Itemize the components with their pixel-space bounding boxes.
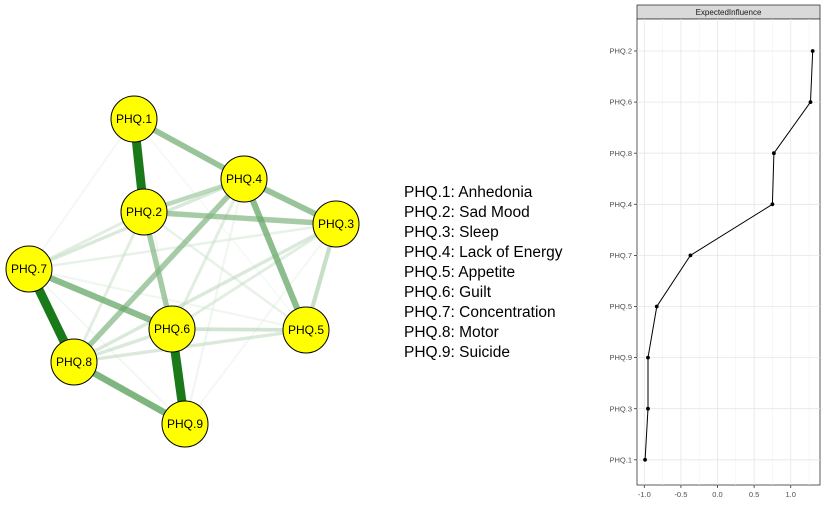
y-tick-label: PHQ.1 [609,455,632,464]
point-phq8 [771,151,776,156]
legend-item: PHQ.1: Anhedonia [404,184,533,201]
legend-item: PHQ.9: Suicide [404,344,510,361]
legend-item: PHQ.6: Guilt [404,284,492,301]
point-phq3 [646,406,650,411]
x-tick-labels: -1.0 -0.5 0.0 0.5 1.0 [638,485,796,499]
edge-PHQ1-PHQ7 [28,118,135,270]
grid-lines [637,19,820,485]
y-tick-label: PHQ.8 [609,149,632,158]
node-circle [120,188,168,236]
x-tick-label: 1.0 [786,490,796,499]
edge-PHQ9-PHQ3 [184,223,337,425]
edge-PHQ4-PHQ5 [241,177,309,332]
x-tick-label: -1.0 [638,490,651,499]
point-phq4 [770,202,775,207]
x-tick-label: 0.5 [749,490,759,499]
y-tick-label: PHQ.9 [609,353,632,362]
node-label: PHQ.4 [226,172,262,186]
edge-PHQ7-PHQ6 [27,266,174,332]
y-tick-label: PHQ.4 [609,200,632,209]
edge-PHQ2-PHQ3 [143,209,337,227]
series-points [643,49,815,462]
node-circle [220,155,268,203]
edge-PHQ8-PHQ5 [73,328,307,364]
point-phq7 [688,253,693,258]
node-label: PHQ.3 [318,217,354,231]
legend-item: PHQ.7: Concentration [404,304,556,321]
node-circle [282,306,330,354]
y-tick-label: PHQ.7 [609,251,632,260]
node-phq3: PHQ.3 [312,200,360,248]
edge-PHQ2-PHQ5 [143,210,307,332]
node-label: PHQ.7 [11,262,47,276]
node-label: PHQ.1 [116,112,152,126]
x-tick-label: 0.0 [712,490,722,499]
panel-strip-title: ExpectedInfluence [696,8,762,17]
node-phq1: PHQ.1 [110,95,158,143]
node-phq9: PHQ.9 [161,400,209,448]
edge-PHQ8-PHQ3 [73,222,337,364]
node-phq7: PHQ.7 [5,245,53,293]
point-phq1 [643,457,647,462]
y-tick-label: PHQ.5 [609,302,632,311]
point-phq2 [810,49,815,53]
node-phq2: PHQ.2 [120,188,168,236]
edge-PHQ1-PHQ5 [133,118,307,331]
node-circle [312,200,360,248]
node-circle [50,338,98,386]
node-label: PHQ.6 [154,322,190,336]
legend-item: PHQ.5: Appetite [404,264,515,281]
node-phq5: PHQ.5 [282,306,330,354]
panel-background [636,18,821,486]
legend-item: PHQ.2: Sad Mood [404,204,530,221]
node-label: PHQ.9 [167,417,203,431]
node-circle [148,305,196,353]
point-phq6 [808,100,813,104]
node-label: PHQ.8 [56,355,92,369]
x-tick-label: -0.5 [674,490,687,499]
y-tick-labels: PHQ.2PHQ.6PHQ.8PHQ.4PHQ.7PHQ.5PHQ.9PHQ.3… [609,47,637,464]
legend-item: PHQ.4: Lack of Energy [404,244,563,261]
edge-PHQ6-PHQ3 [171,222,337,331]
legend-item: PHQ.3: Sleep [404,224,499,241]
y-tick-label: PHQ.2 [609,47,632,56]
node-label: PHQ.5 [288,323,324,337]
legend-item: PHQ.8: Motor [404,324,499,341]
point-phq5 [654,304,659,309]
node-label: PHQ.2 [126,205,162,219]
y-tick-label: PHQ.6 [609,98,632,107]
point-phq9 [646,355,650,360]
node-phq8: PHQ.8 [50,338,98,386]
y-tick-label: PHQ.3 [609,404,632,413]
centrality-plot: ExpectedInfluence PHQ.2PHQ.6PHQ.8PHQ.4PH… [609,4,821,499]
node-circle [5,245,53,293]
node-phq6: PHQ.6 [148,305,196,353]
node-phq4: PHQ.4 [220,155,268,203]
edge-PHQ8-PHQ4 [72,177,246,364]
node-circle [110,95,158,143]
edge-PHQ2-PHQ8 [72,211,146,363]
node-circle [161,400,209,448]
